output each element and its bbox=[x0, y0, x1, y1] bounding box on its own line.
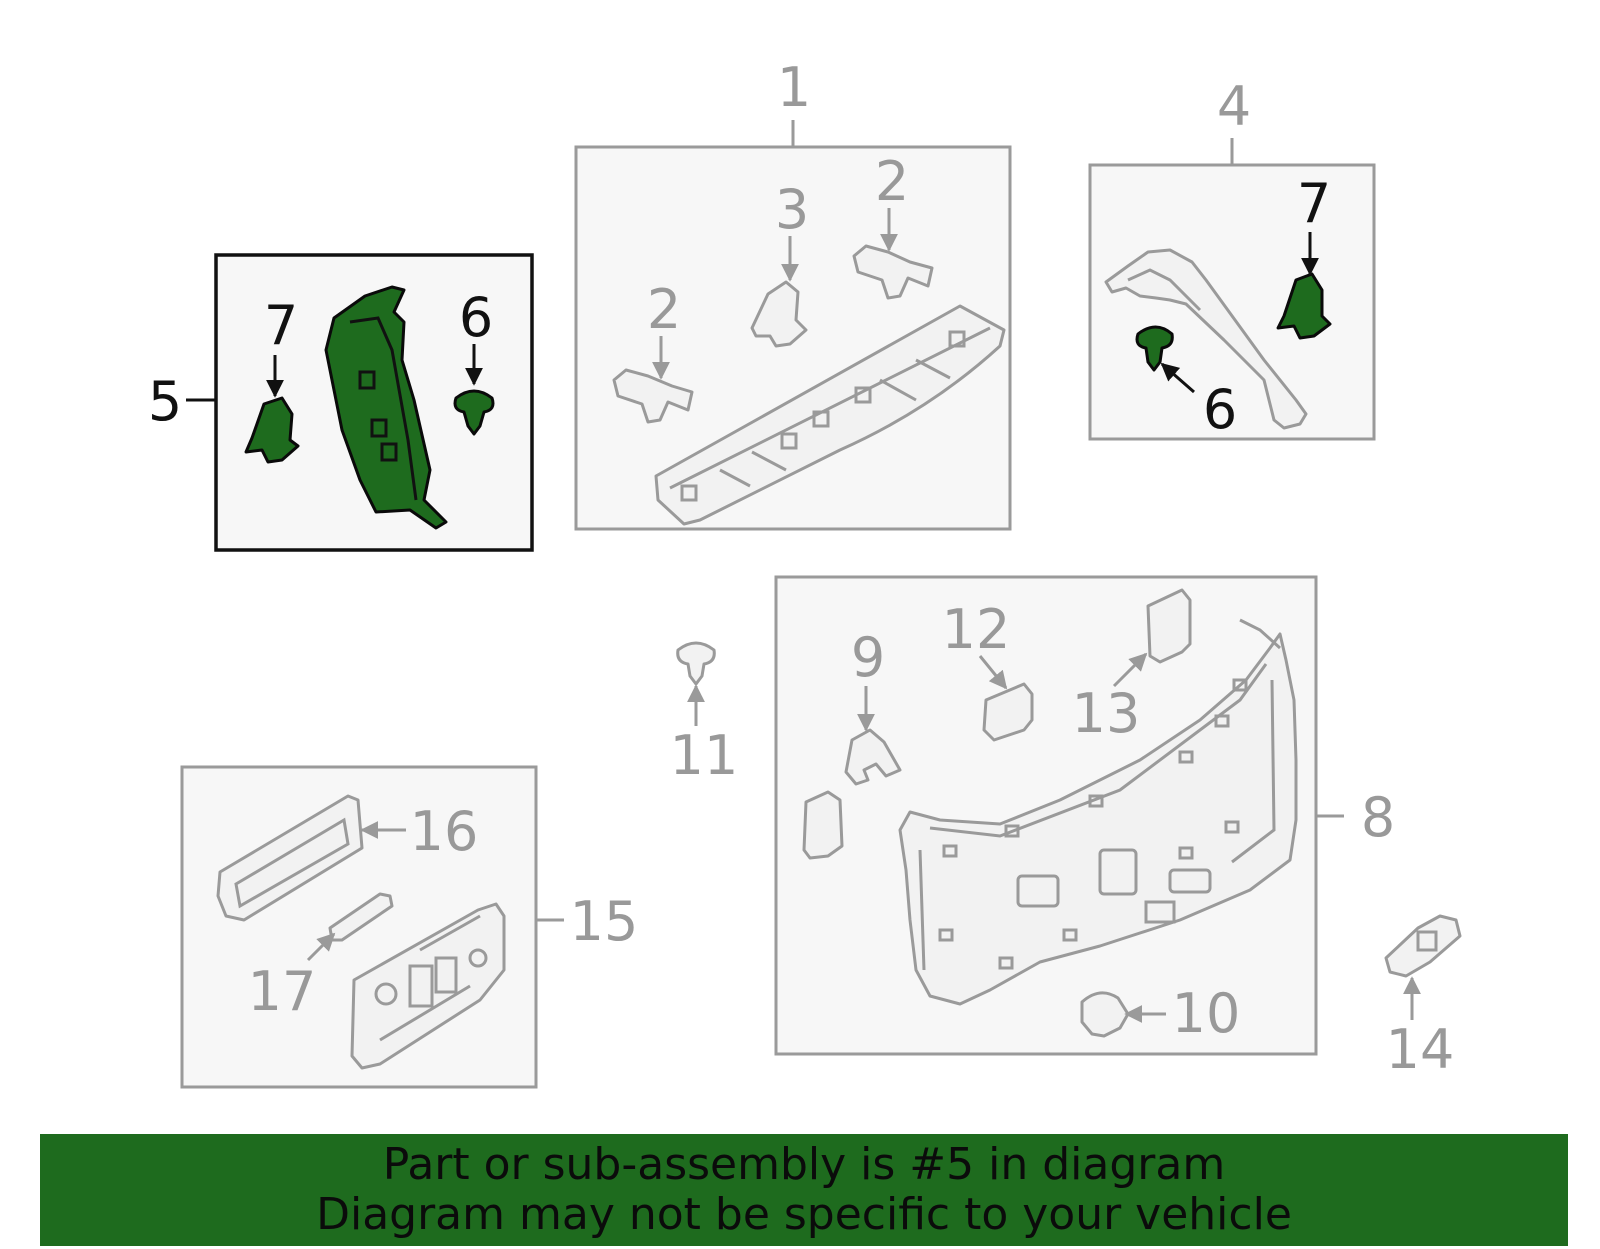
pillar-trim-part-5 bbox=[324, 285, 448, 530]
cover-part-12 bbox=[982, 682, 1034, 742]
trim-panel-part-4 bbox=[1104, 248, 1308, 430]
callout-2-upper: 2 bbox=[875, 150, 909, 213]
info-banner: Part or sub-assembly is #5 in diagram Di… bbox=[40, 1134, 1568, 1246]
callout-6-left: 6 bbox=[459, 286, 493, 349]
callout-16: 16 bbox=[410, 800, 479, 863]
push-pin-part-6-green bbox=[453, 389, 495, 436]
assembly-4-box bbox=[1088, 163, 1376, 441]
switch-part-14 bbox=[1384, 914, 1462, 978]
liftgate-trim-panel-part bbox=[898, 632, 1298, 1006]
callout-1: 1 bbox=[777, 56, 811, 119]
clip-part-7-green bbox=[244, 396, 300, 464]
callout-15: 15 bbox=[570, 890, 639, 953]
side-cover-part bbox=[802, 790, 844, 860]
banner-line-1: Part or sub-assembly is #5 in diagram bbox=[382, 1139, 1226, 1190]
callout-11: 11 bbox=[670, 724, 739, 787]
clip-part-7-green-right bbox=[1276, 272, 1332, 340]
callout-4: 4 bbox=[1217, 75, 1251, 138]
callout-2-lower: 2 bbox=[647, 278, 681, 341]
push-pin-part-6-green-right bbox=[1135, 325, 1174, 372]
retainer-clip-part-2-lower bbox=[612, 368, 694, 424]
banner-line-2: Diagram may not be specific to your vehi… bbox=[316, 1189, 1292, 1240]
callout-3: 3 bbox=[775, 178, 809, 241]
callout-6-right: 6 bbox=[1203, 378, 1237, 441]
callout-13: 13 bbox=[1072, 682, 1141, 745]
cover-part-13 bbox=[1146, 588, 1192, 664]
lamp-housing-part bbox=[350, 902, 506, 1070]
callout-10: 10 bbox=[1172, 982, 1241, 1045]
callout-5: 5 bbox=[148, 370, 182, 433]
fastener-part-10 bbox=[1080, 991, 1130, 1038]
lens-part-16 bbox=[216, 794, 364, 922]
callout-12: 12 bbox=[942, 598, 1011, 661]
clip-part-9 bbox=[844, 728, 902, 786]
callout-14: 14 bbox=[1386, 1018, 1455, 1081]
callout-9: 9 bbox=[851, 626, 885, 689]
callout-8: 8 bbox=[1361, 786, 1395, 849]
callout-7-right: 7 bbox=[1297, 172, 1331, 235]
callout-7-left: 7 bbox=[264, 294, 298, 357]
clip-part-3 bbox=[750, 280, 808, 348]
push-pin-part-11 bbox=[676, 641, 716, 686]
callout-17: 17 bbox=[248, 960, 317, 1023]
